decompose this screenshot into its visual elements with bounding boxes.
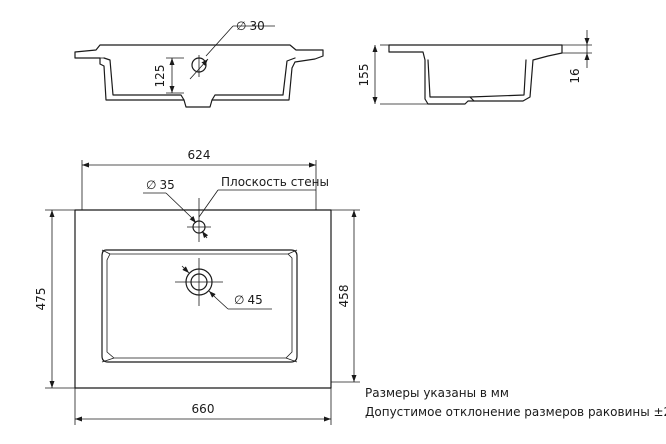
drain-diameter-45-label: ∅45 — [234, 293, 263, 307]
bowl-outline — [101, 249, 298, 363]
front-section-view: ∅30 125 — [74, 19, 324, 108]
tap-diameter-35-label: ∅35 — [146, 178, 175, 192]
side-profile-view: 155 16 — [357, 30, 592, 105]
height-155-label: 155 — [357, 64, 371, 87]
wall-plane-label: Плоскость стены — [221, 175, 329, 189]
depth-458-label: 458 — [337, 285, 351, 308]
units-note: Размеры указаны в мм — [365, 386, 509, 400]
hole-diameter-30-label: ∅30 — [236, 19, 265, 33]
top-plan-view: ∅35 Плоскость стены ∅45 624 475 458 660 — [34, 148, 360, 425]
width-660-label: 660 — [192, 402, 215, 416]
depth-475-label: 475 — [34, 288, 48, 311]
basin-outline — [74, 209, 332, 389]
tolerance-note: Допустимое отклонение размеров раковины … — [365, 405, 666, 419]
rim-16-label: 16 — [568, 68, 582, 83]
depth-125-label: 125 — [153, 65, 167, 88]
notes: Размеры указаны в мм Допустимое отклонен… — [365, 386, 666, 419]
width-624-label: 624 — [188, 148, 211, 162]
